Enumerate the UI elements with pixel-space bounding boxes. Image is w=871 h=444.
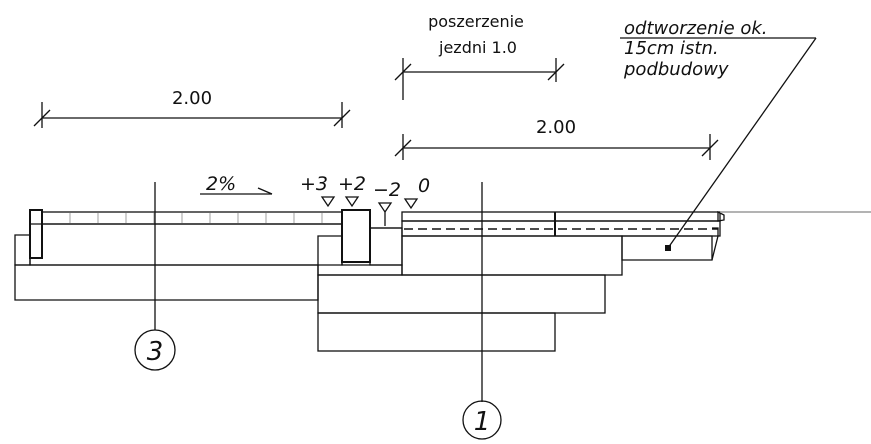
elevation-plus2: +2	[338, 173, 366, 195]
edge-curb-left	[29, 209, 43, 259]
asphalt-edge-step	[717, 210, 725, 222]
marker-3-label: 3	[147, 337, 164, 367]
slope-label: 2%	[206, 173, 236, 195]
curb-foundation	[317, 235, 403, 276]
left-paver-joints	[69, 213, 323, 223]
dimension-left	[33, 102, 351, 128]
note-line3: podbudowy	[623, 59, 729, 80]
marker-3-circle	[134, 329, 176, 371]
note-leader-dot	[665, 245, 671, 251]
left-sidewalk-structure	[14, 209, 343, 301]
road-curb	[341, 209, 371, 263]
elevation-zero: 0	[418, 175, 430, 197]
dimension-left-value: 2.00	[172, 88, 212, 109]
note-line2: 15cm istn.	[624, 38, 719, 59]
dimension-right	[394, 134, 719, 160]
left-fine-layer	[29, 223, 343, 266]
left-paver-surface	[41, 211, 343, 225]
marker-1-label: 1	[474, 407, 491, 437]
dimension-widening	[394, 58, 565, 100]
slope-arrow	[200, 187, 273, 195]
elevation-plus3: +3	[300, 173, 328, 195]
marker-1-circle	[462, 400, 502, 440]
elevation-minus2: −2	[373, 179, 401, 201]
dimension-right-value: 2.00	[536, 117, 576, 138]
widening-label-line1: poszerzenie	[428, 12, 524, 31]
restored-base-edge	[711, 227, 719, 261]
road-triangle-layer	[401, 235, 623, 276]
road-lowest-layer	[317, 312, 556, 352]
elevation-triangles	[320, 196, 419, 226]
left-stone-layer	[14, 264, 319, 301]
widening-label-line2: jezdni 1.0	[438, 38, 517, 57]
asphalt-wearing-course	[401, 211, 721, 222]
road-hex-layer	[317, 274, 606, 314]
note-line1: odtworzenie ok.	[624, 18, 768, 39]
curb-concrete-fill	[369, 227, 403, 266]
note-leader	[667, 37, 817, 249]
road-structure	[317, 209, 871, 352]
left-foundation-block	[14, 234, 31, 266]
